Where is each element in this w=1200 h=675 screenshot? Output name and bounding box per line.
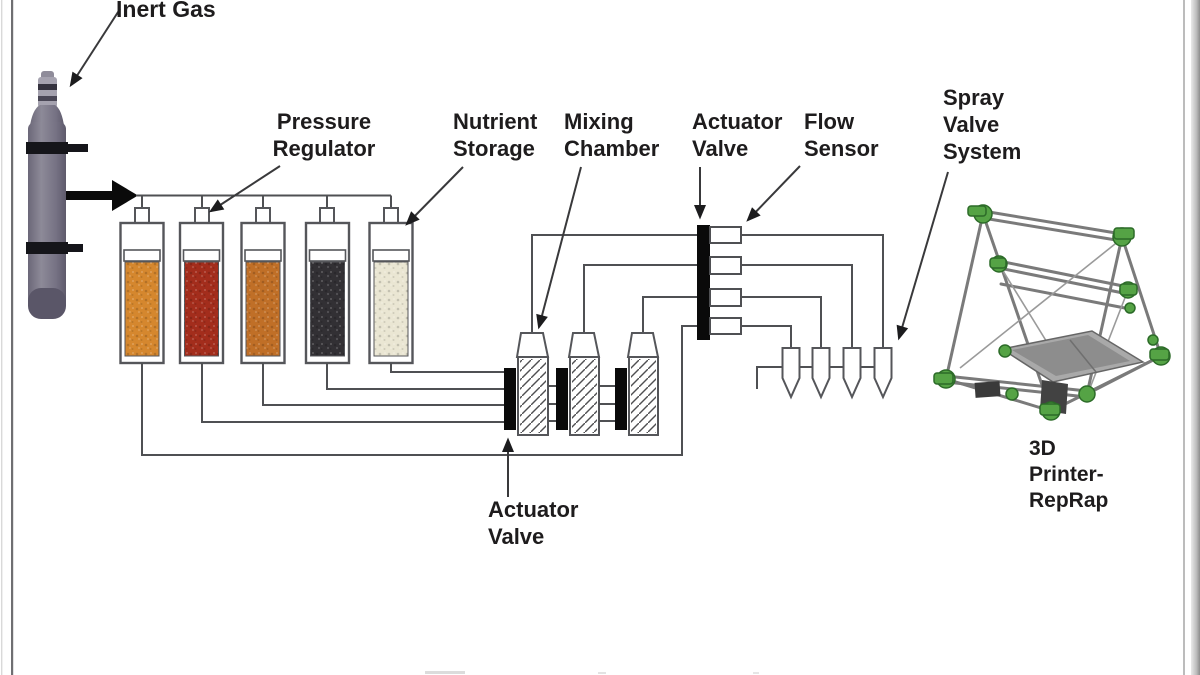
flow-sensor-port-4 <box>709 317 742 335</box>
spray-nozzle-2 <box>811 347 831 400</box>
leader-mixing-chamber <box>536 166 582 330</box>
pressure-manifold-lines <box>136 194 392 209</box>
cutoff-caption-mark <box>425 671 465 674</box>
riser-lines <box>531 234 697 334</box>
label-nutrient-storage: Nutrient Storage <box>453 109 538 161</box>
printed-joints <box>933 204 1171 421</box>
mixing-chamber-2 <box>548 332 601 436</box>
nutrient-container-2 <box>178 207 225 365</box>
pressure-regulator-cap <box>319 207 335 224</box>
leader-inert-gas <box>69 8 121 88</box>
leader-nutrient-storage <box>405 166 464 226</box>
leader-lines <box>69 8 949 497</box>
leader-spray-valve-system <box>896 171 949 341</box>
mixing-chamber-3 <box>599 332 660 436</box>
main-actuator-valve <box>697 225 742 340</box>
spray-nozzle-1 <box>781 347 801 400</box>
nutrient-container-4 <box>304 207 351 365</box>
pressure-regulator-cap <box>194 207 210 224</box>
actuator-valve-bar <box>697 225 710 340</box>
flow-sensor-port-1 <box>709 226 742 244</box>
nutrient-storage-containers <box>119 207 414 365</box>
label-actuator-valve-top: Actuator Valve <box>692 109 783 161</box>
nutrient-container-1 <box>119 207 165 365</box>
mount-strap <box>26 242 68 254</box>
reprap-printer-image <box>933 204 1171 421</box>
motor-block <box>974 381 1001 398</box>
spray-valve-system-icons <box>781 347 893 400</box>
pressure-regulator-cap <box>134 207 150 224</box>
label-spray-valve-system: Spray Valve System <box>943 85 1022 164</box>
mixing-chambers <box>504 332 660 436</box>
label-3d-printer-reprap: 3D Printer- RepRap <box>1029 437 1109 512</box>
mixing-chamber-1 <box>504 332 550 436</box>
pressure-regulator-cap <box>255 207 271 224</box>
leader-flow-sensor <box>746 165 801 222</box>
label-flow-sensor: Flow Sensor <box>804 109 879 161</box>
leader-pressure-regulator <box>208 165 281 213</box>
label-inert-gas: Inert Gas <box>116 0 216 22</box>
label-mixing-chamber: Mixing Chamber <box>564 109 660 161</box>
label-pressure-regulator: Pressure Regulator <box>272 109 376 161</box>
chamber-valve-bar <box>615 368 627 430</box>
spray-nozzle-4 <box>873 347 893 400</box>
nutrient-container-3 <box>240 207 286 365</box>
mount-strap <box>26 142 68 154</box>
flow-sensor-port-3 <box>709 288 742 307</box>
flow-sensor-port-2 <box>709 256 742 275</box>
gas-flow-arrow <box>66 180 138 211</box>
chamber-valve-bar <box>504 368 516 430</box>
pressure-regulator-cap <box>383 207 399 224</box>
sensor-to-spray-lines <box>741 234 884 389</box>
label-actuator-valve-bottom: Actuator Valve <box>488 497 579 549</box>
nutrient-container-5 <box>368 207 414 365</box>
chamber-valve-bar <box>556 368 568 430</box>
spray-nozzle-3 <box>842 347 862 400</box>
outlet-lines <box>141 325 697 456</box>
inert-gas-cylinder-icon <box>26 71 88 319</box>
